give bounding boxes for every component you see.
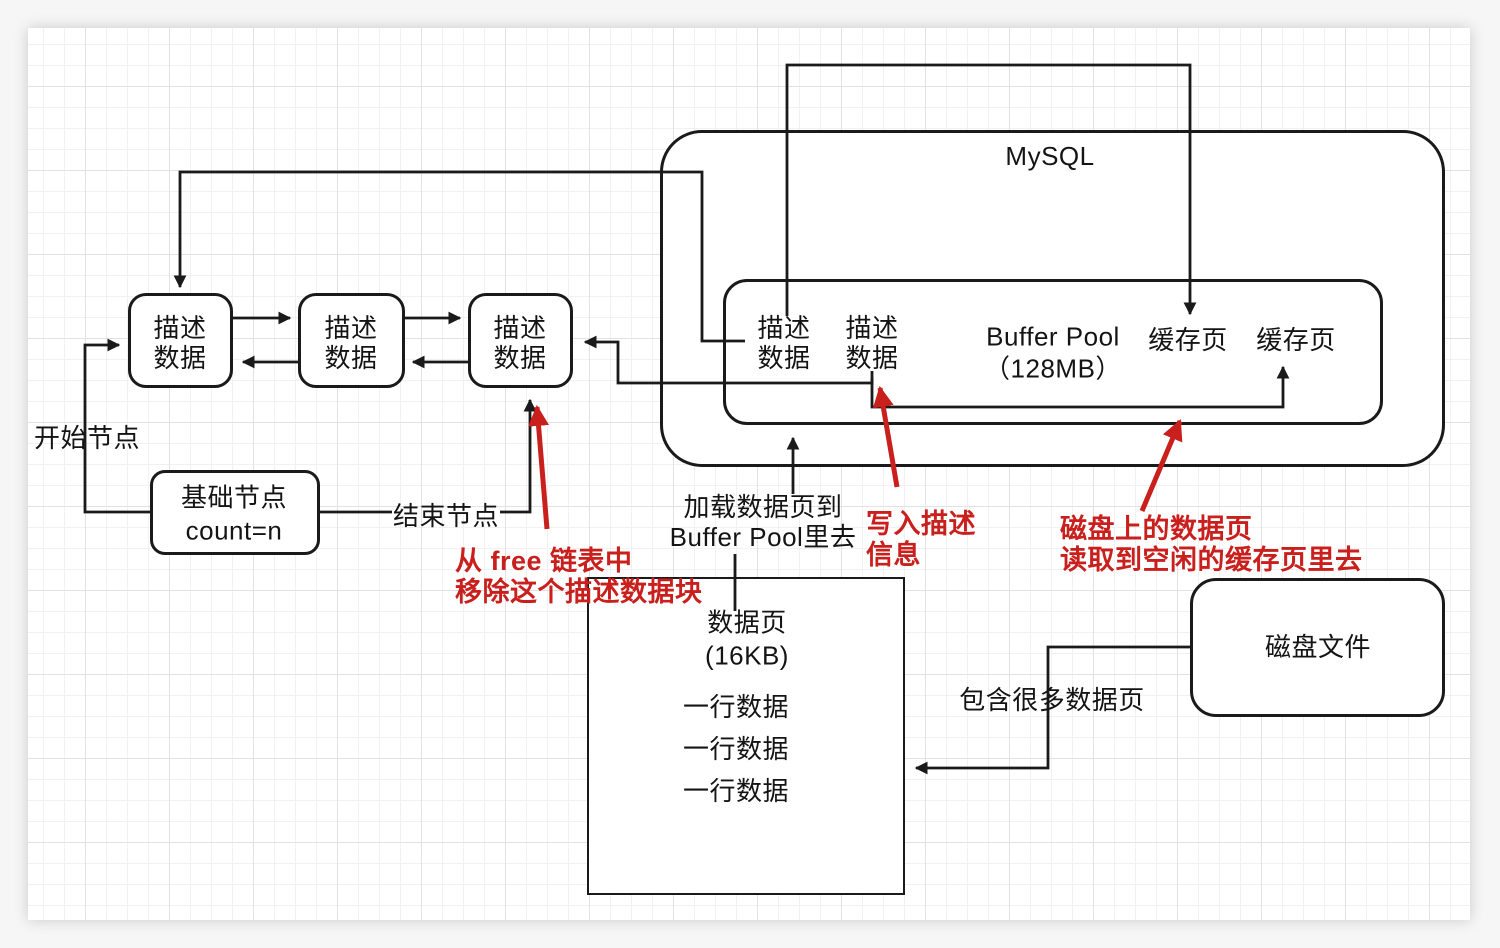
free-list-node-1-label: 描述 数据 [153,312,207,373]
base-node-box[interactable] [150,470,320,555]
cache-page-2: 缓存页 [1256,324,1336,355]
data-page-box[interactable] [587,577,905,895]
bp-desc-block-1: 描述 数据 [757,312,811,373]
load-page-label: 加载数据页到 Buffer Pool里去 [669,491,857,552]
contains-pages-label: 包含很多数据页 [959,684,1145,715]
bp-desc-block-2: 描述 数据 [845,312,899,373]
free-list-node-3-label: 描述 数据 [493,312,547,373]
end-node-label: 结束节点 [392,500,500,531]
read-disk-page-note: 磁盘上的数据页 读取到空闲的缓存页里去 [1060,514,1363,575]
mysql-title: MySQL [1005,140,1095,171]
disk-file-label: 磁盘文件 [1264,631,1372,662]
base-node-label: 基础节点 count=n [180,482,288,546]
data-row-3: 一行数据 [682,775,790,806]
write-desc-note: 写入描述 信息 [866,509,976,570]
start-node-label: 开始节点 [33,422,141,453]
data-row-2: 一行数据 [682,733,790,764]
cache-page-1: 缓存页 [1148,324,1228,355]
data-row-1: 一行数据 [682,691,790,722]
data-page-title: 数据页 (16KB) [705,607,789,671]
remove-from-free-list-note: 从 free 链表中 移除这个描述数据块 [455,546,703,607]
free-list-node-2-label: 描述 数据 [324,312,378,373]
disk-file-box[interactable] [1190,578,1445,717]
buffer-pool-title: Buffer Pool （128MB） [984,321,1122,383]
